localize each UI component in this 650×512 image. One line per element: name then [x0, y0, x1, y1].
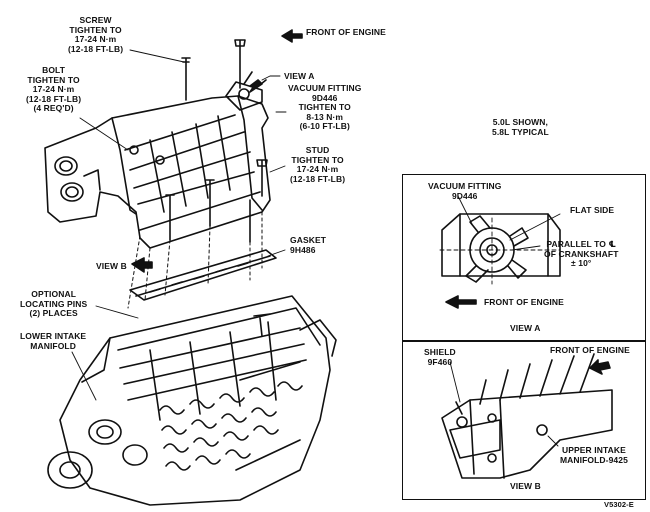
view-b-title: VIEW B: [510, 481, 541, 491]
gasket-part: [129, 249, 277, 301]
view-a-box: [402, 174, 646, 342]
figure-code-label: V5302-E: [604, 500, 634, 509]
view-a-title: VIEW A: [510, 323, 541, 333]
front-of-engine-top-label: FRONT OF ENGINE: [306, 27, 386, 37]
flat-side-label: FLAT SIDE: [570, 205, 615, 215]
view-b-art: [441, 353, 613, 479]
parallel-crankshaft-label: PARALLEL TO ℄OF CRANKSHAFT± 10°: [544, 239, 619, 268]
view-b-box: [402, 340, 646, 500]
view-b-arrow: [131, 257, 153, 273]
view-a-art: [439, 195, 561, 285]
view-b-front-engine-label: FRONT OF ENGINE: [550, 345, 630, 355]
view-a-front-arrow: [445, 295, 477, 309]
upper-intake-manifold: [44, 95, 271, 249]
leader-lines: [71, 49, 287, 401]
engine-block: [47, 295, 337, 506]
view-b-front-arrow: [589, 359, 611, 375]
view-a-pointer-label: VIEW A: [284, 71, 315, 81]
view-a-arrow: [249, 79, 263, 93]
view-b-pointer-label: VIEW B: [96, 261, 127, 271]
vacuum-fitting-part: [225, 71, 267, 111]
engine-note-label: 5.0L SHOWN,5.8L TYPICAL: [492, 117, 549, 137]
alignment-lines: [127, 211, 263, 309]
manifold-fasteners: [165, 39, 268, 243]
front-arrow-top: [281, 29, 303, 43]
view-a-front-engine-label: FRONT OF ENGINE: [484, 297, 564, 307]
